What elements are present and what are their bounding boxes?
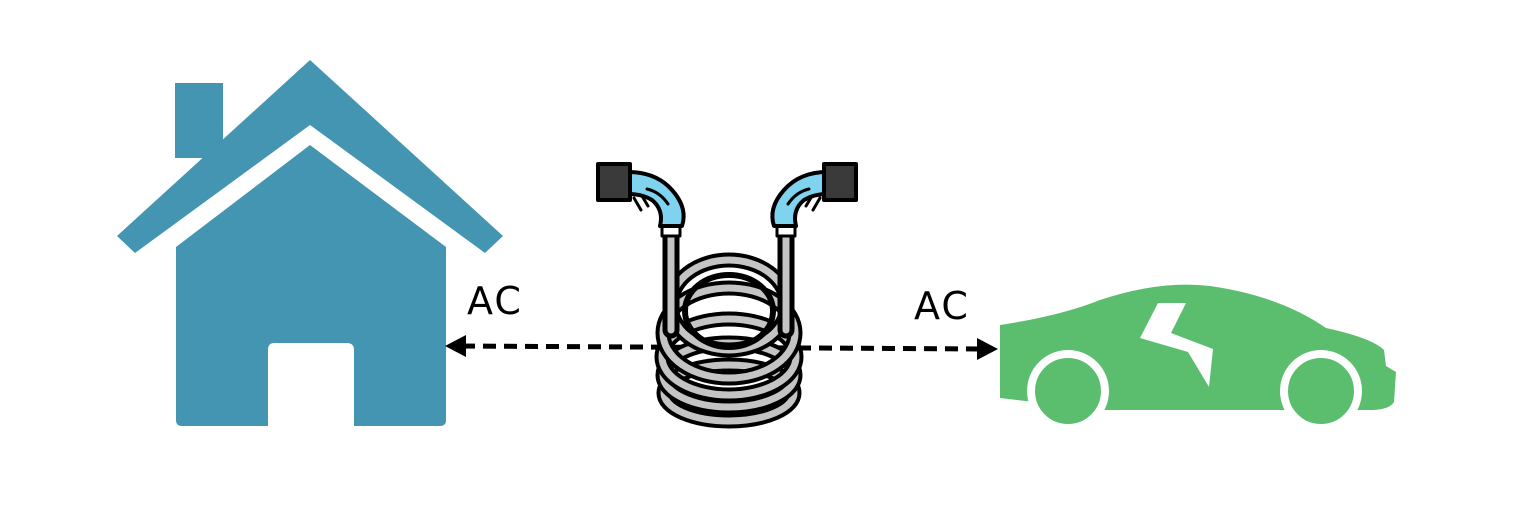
plug-right-icon — [770, 162, 858, 228]
arrowhead-left-icon — [445, 335, 466, 357]
lightning-bolt-icon — [1140, 303, 1213, 387]
house-chimney — [175, 83, 223, 158]
electric-car-icon — [1000, 284, 1396, 432]
house-icon — [117, 60, 503, 426]
cable-lead-right — [775, 220, 797, 339]
house-roof — [117, 60, 503, 253]
arrowhead-right-icon — [977, 338, 998, 360]
ac-label-left: AC — [467, 279, 523, 323]
plug-left-icon — [596, 162, 686, 228]
ac-label-right: AC — [914, 284, 970, 328]
cable-coil — [654, 252, 804, 429]
charging-cable-icon — [596, 162, 858, 429]
car-wheel-rear — [1280, 350, 1362, 432]
cable-lead-left — [660, 220, 682, 339]
house-body — [176, 145, 446, 426]
car-wheel-front — [1027, 350, 1109, 432]
